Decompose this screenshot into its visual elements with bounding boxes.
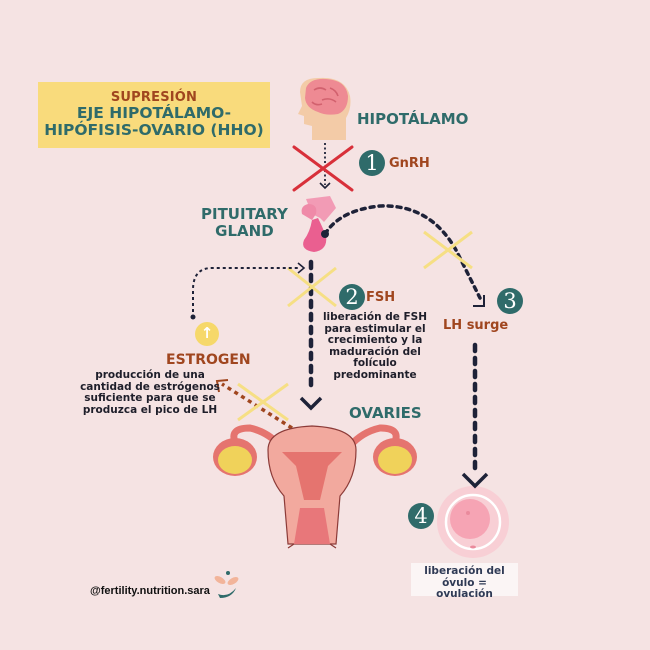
- ovulation-arrowhead-icon: [461, 472, 489, 489]
- pituitary-gland-icon: [301, 196, 336, 252]
- title-box: SUPRESIÓN EJE HIPOTÁLAMO- HIPÓFISIS-OVAR…: [38, 82, 270, 148]
- fsh-desc-line: maduración del: [329, 345, 421, 358]
- ovaries-label: OVARIES: [349, 404, 422, 422]
- feedback-arrowhead-icon: [297, 262, 306, 274]
- fsh-label: FSH: [366, 290, 396, 305]
- pituitary-label-line-2: GLAND: [215, 222, 274, 240]
- ovulation-description: liberación del óvulo = ovulación: [411, 563, 518, 600]
- fsh-desc-line: predominante: [333, 368, 417, 381]
- hypothalamus-label: HIPOTÁLAMO: [357, 110, 469, 128]
- brand-leaf-logo-icon: [214, 571, 239, 598]
- estrogen-desc-line: cantidad de estrógenos: [80, 380, 220, 393]
- estrogen-feedback-arrow: [192, 267, 300, 318]
- step-4-badge: 4: [408, 503, 434, 529]
- feedback-arrow-end: [190, 314, 196, 320]
- ovulation-desc-line: ovulación: [436, 588, 493, 600]
- ovulation-desc-line: liberación del óvulo =: [424, 565, 505, 589]
- pituitary-label: PITUITARY GLAND: [201, 206, 288, 240]
- credit-handle[interactable]: @fertility.nutrition.sara: [90, 585, 210, 597]
- lh-arrowhead-icon: [473, 295, 485, 307]
- estrogen-up-arrow-icon: ↑: [200, 324, 214, 342]
- fsh-desc-line: folículo: [353, 357, 397, 369]
- estrogen-description: producción de una cantidad de estrógenos…: [76, 369, 224, 416]
- suppression-cross-estrogen-icon: [237, 382, 289, 422]
- suppression-cross-lh-icon: [423, 230, 473, 270]
- head-brain-icon: [298, 77, 351, 140]
- estrogen-desc-line: produzca el pico de LH: [82, 403, 218, 416]
- step-1-badge: 1: [359, 150, 385, 176]
- title-line-2: HIPÓFISIS-OVARIO (HHO): [44, 121, 264, 139]
- fsh-desc-line: crecimiento y la: [327, 334, 423, 346]
- fsh-arrowhead-icon: [299, 396, 323, 411]
- pituitary-label-line-1: PITUITARY: [201, 205, 288, 223]
- lh-surge-label: LH surge: [443, 318, 509, 333]
- ovum-icon: [437, 486, 509, 558]
- title-supertitle: SUPRESIÓN: [110, 90, 198, 105]
- estrogen-desc-line: suficiente para que se: [84, 392, 216, 404]
- estrogen-up-circle: [195, 322, 219, 346]
- lh-arrow: [323, 204, 482, 300]
- fsh-description: liberación de FSH para estimular el crec…: [318, 311, 432, 381]
- fsh-desc-line: para estimular el: [324, 322, 426, 335]
- estrogen-desc-line: producción de una: [95, 369, 205, 381]
- block-cross-icon: [292, 145, 354, 192]
- lh-arrow-start: [321, 230, 329, 238]
- gnrh-label: GnRH: [389, 156, 430, 171]
- fsh-desc-line: liberación de FSH: [322, 311, 428, 323]
- estrogen-label: ESTROGEN: [166, 352, 251, 368]
- suppression-cross-fsh-icon: [287, 266, 337, 308]
- step-2-badge: 2: [339, 284, 365, 310]
- estrogen-arrowhead-icon: [215, 379, 229, 393]
- uterus-ovaries-icon: [213, 424, 417, 549]
- title-line-1: EJE HIPOTÁLAMO-: [76, 104, 232, 122]
- step-3-badge: 3: [497, 288, 523, 314]
- gnrh-arrowhead-icon: [319, 182, 331, 190]
